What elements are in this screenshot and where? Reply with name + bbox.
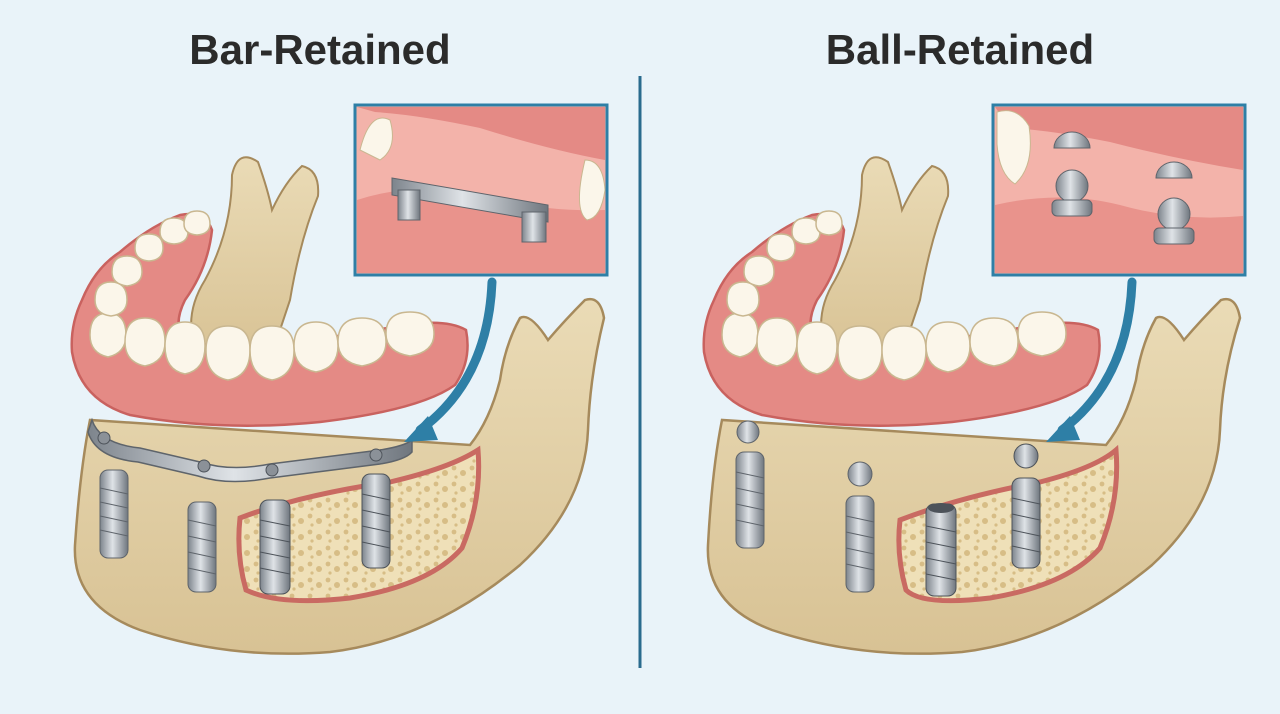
bar-retained-title: Bar-Retained xyxy=(189,26,451,73)
left-implants xyxy=(99,469,391,595)
ball-implant-3 xyxy=(925,503,957,597)
right-mandible xyxy=(706,297,1242,655)
left-retention-bar xyxy=(87,417,413,483)
right-panel xyxy=(702,103,1247,655)
left-arrow-head xyxy=(404,416,438,442)
left-inset-bar-closeup xyxy=(353,103,609,277)
ball-implant-2 xyxy=(845,461,875,593)
left-pointer-arrow xyxy=(415,277,497,435)
right-pointer-arrow xyxy=(1057,277,1137,435)
left-panel xyxy=(70,103,609,655)
implant-1 xyxy=(99,469,129,559)
right-implants xyxy=(735,420,1041,597)
right-teeth xyxy=(721,210,1067,381)
implant-2 xyxy=(187,501,217,593)
right-jaw-back-ramus xyxy=(820,156,950,361)
ball-implant-1 xyxy=(735,420,765,549)
implant-4 xyxy=(361,473,391,569)
ball-implant-4 xyxy=(1011,443,1041,569)
left-jaw-back-ramus xyxy=(190,156,320,361)
implant-3 xyxy=(259,499,291,595)
right-inset-ball-closeup xyxy=(991,103,1247,277)
ball-retained-title: Ball-Retained xyxy=(825,26,1095,73)
left-teeth xyxy=(89,210,435,381)
right-arrow-head xyxy=(1046,416,1080,442)
